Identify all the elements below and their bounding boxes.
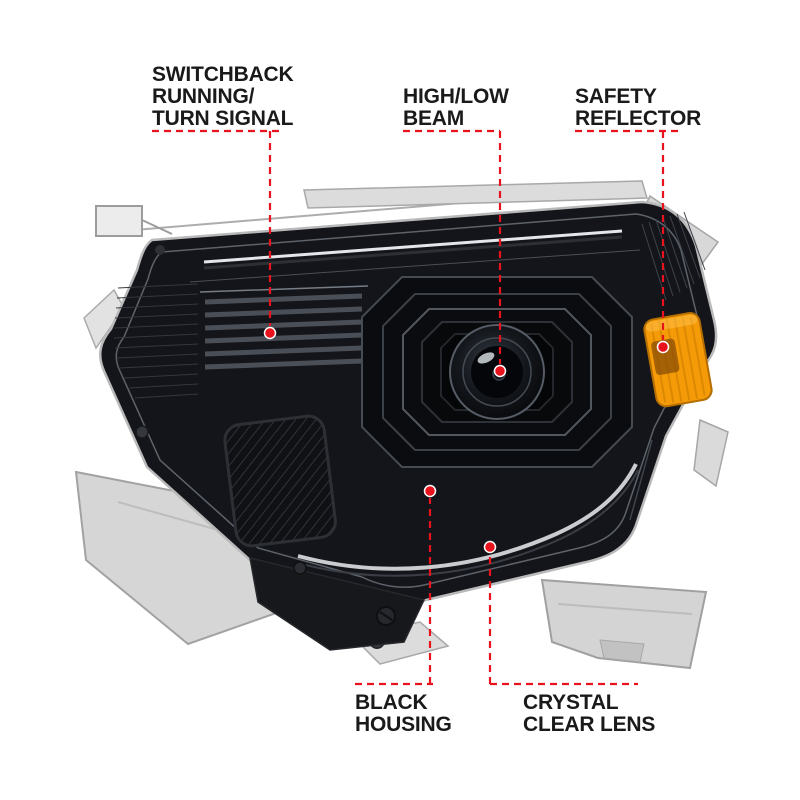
callout-label-line: TURN SIGNAL — [152, 107, 294, 130]
callout-label-black-housing: BLACK HOUSING — [355, 692, 452, 736]
projector-lens — [449, 324, 545, 420]
callout-label-line: HOUSING — [355, 713, 452, 736]
amber-reflector — [643, 312, 713, 408]
callout-label-line: SWITCHBACK — [152, 63, 294, 86]
led-drl-strip — [189, 229, 641, 283]
switchback-led-bar — [199, 285, 369, 370]
callout-label-line: BEAM — [403, 107, 465, 130]
callout-label-line: SAFETY — [575, 85, 657, 108]
callout-label-line: REFLECTOR — [575, 107, 702, 130]
callout-label-crystal-clear-lens: CRYSTAL CLEAR LENS — [523, 692, 655, 736]
callout-label-high-low-beam: HIGH/LOW BEAM — [403, 86, 509, 130]
callout-label-line: BLACK — [355, 691, 428, 714]
callout-label-switchback: SWITCHBACK RUNNING/ TURN SIGNAL — [152, 63, 294, 130]
corner-lens-texture — [641, 211, 706, 301]
lower-housing-bracket — [249, 557, 426, 651]
lower-light-bar — [297, 439, 653, 577]
callout-label-safety-reflector: SAFETY REFLECTOR — [575, 86, 701, 130]
callout-label-line: CLEAR LENS — [523, 713, 656, 736]
callout-label-line: RUNNING/ — [152, 85, 255, 108]
lens-ribbing — [113, 283, 199, 399]
callout-label-line: CRYSTAL — [523, 691, 619, 714]
mounting-bolts — [135, 245, 396, 626]
callout-label-line: HIGH/LOW — [403, 85, 509, 108]
mesh-vent — [223, 414, 337, 548]
